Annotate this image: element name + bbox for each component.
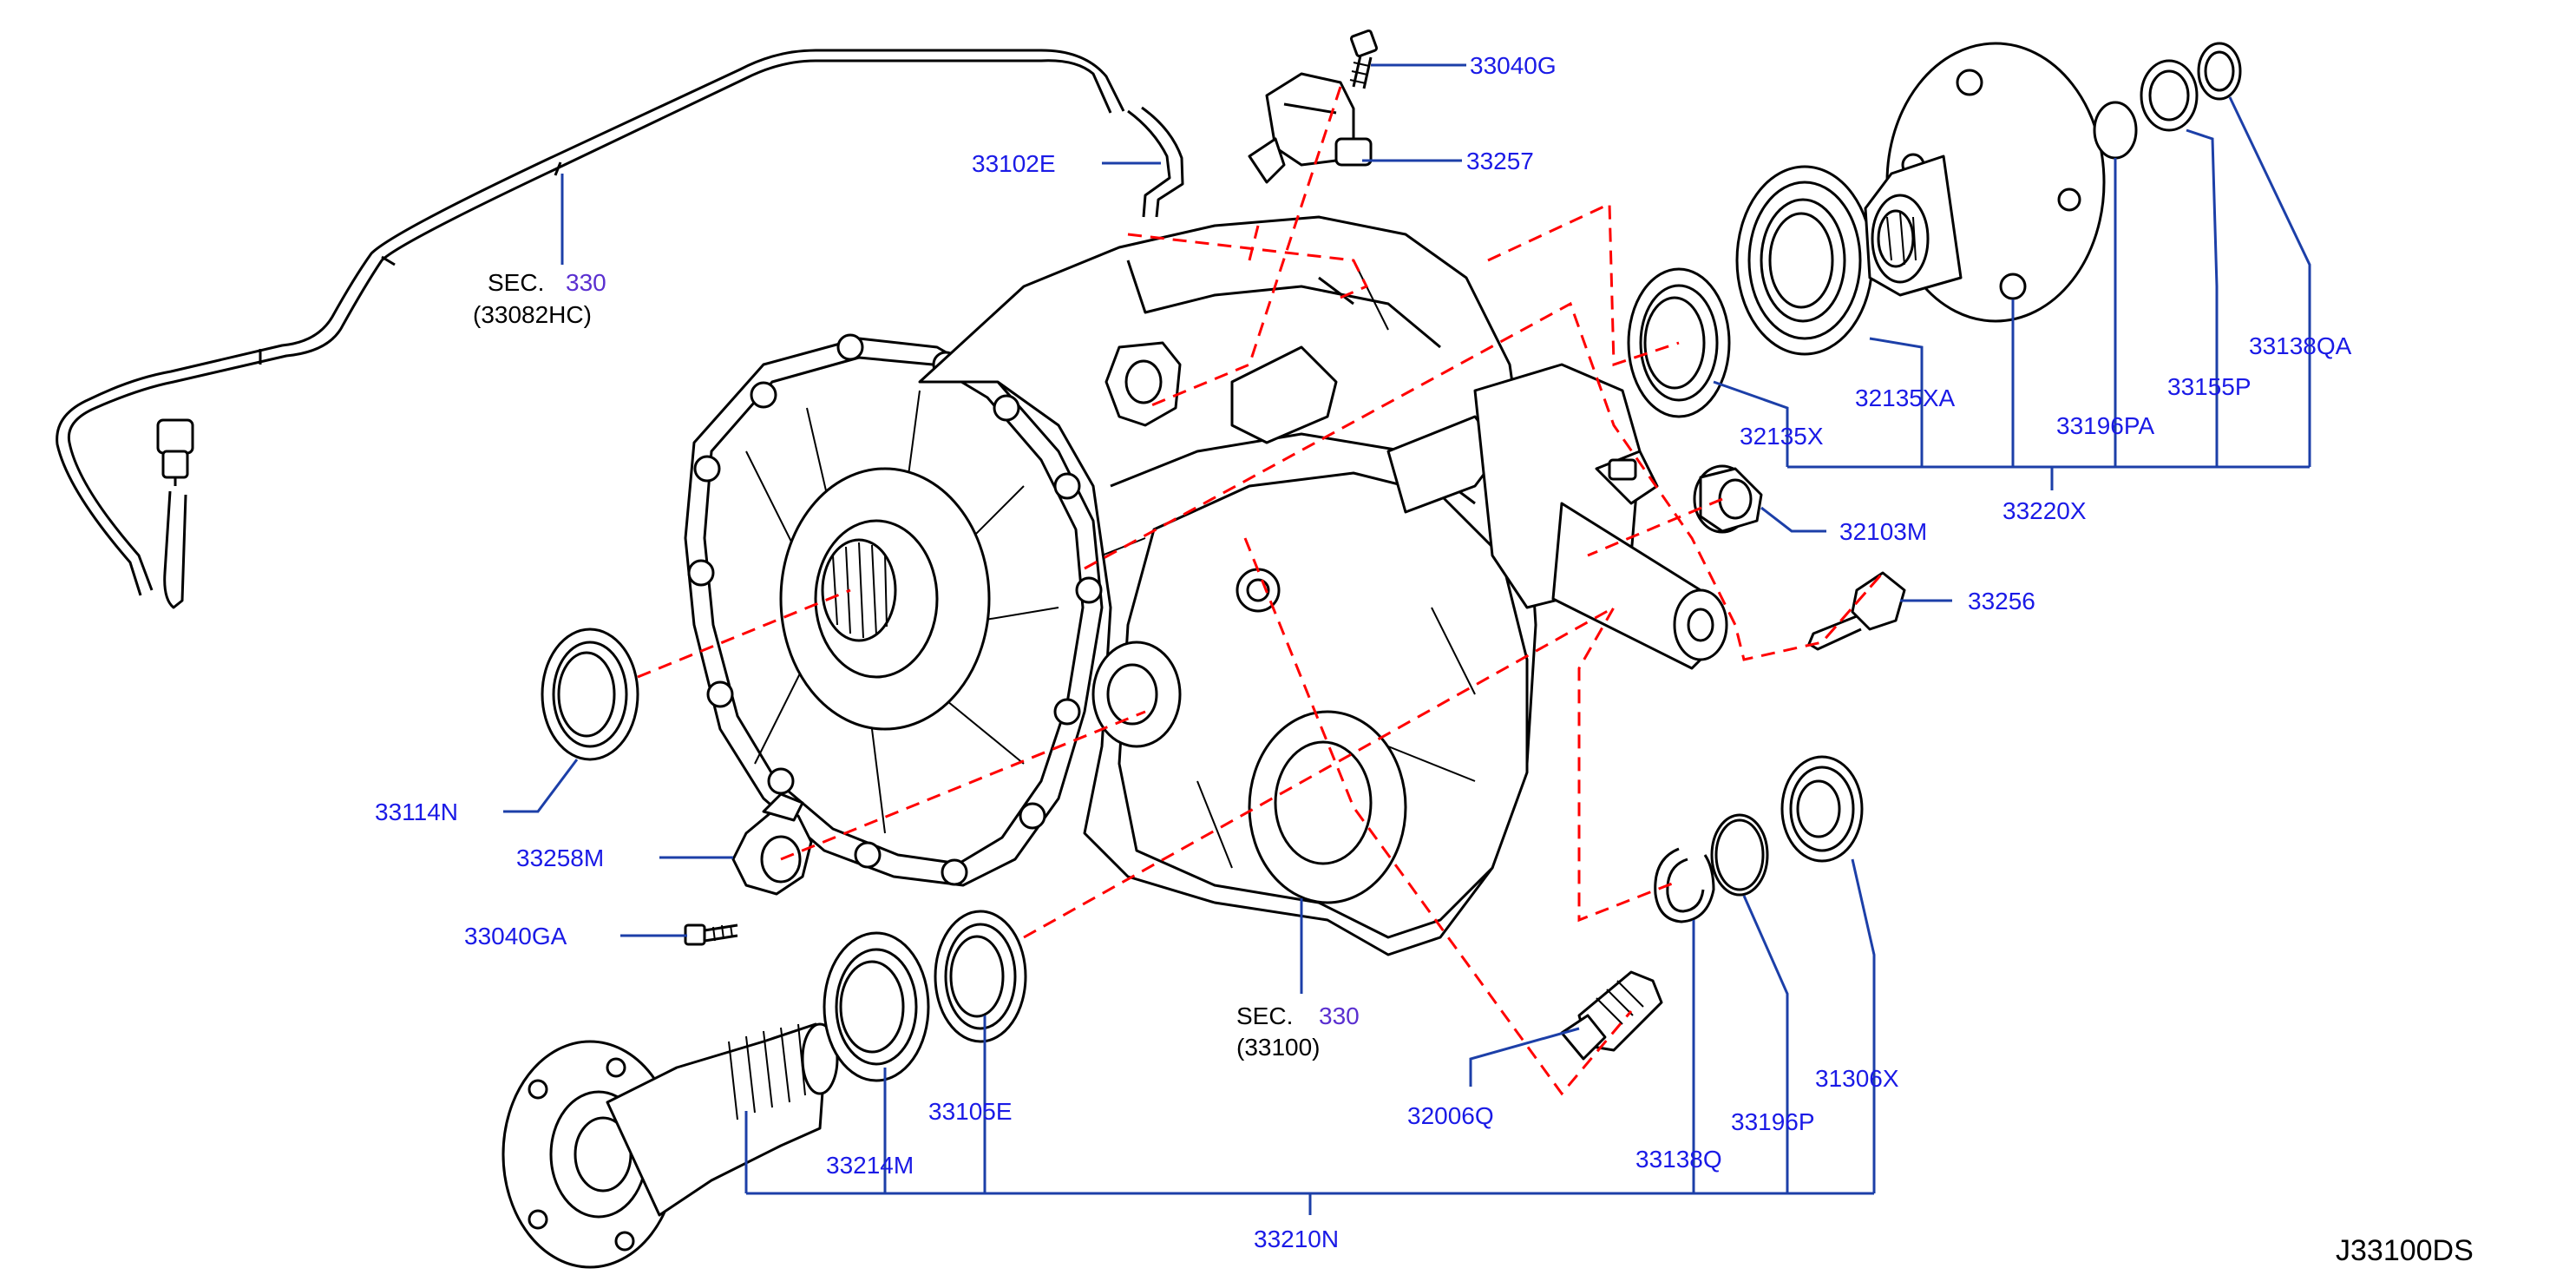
section-ref-housing: SEC. 330 (33100) bbox=[1236, 1002, 1360, 1061]
oil-seal-33114n bbox=[541, 628, 639, 761]
plug-32103m bbox=[1693, 464, 1763, 534]
snap-ring-33138q bbox=[1654, 847, 1715, 923]
breather-valve bbox=[156, 418, 194, 609]
companion-flange-33210n bbox=[501, 1022, 839, 1269]
o-ring-33196pa bbox=[2093, 101, 2138, 160]
label-33210n: 33210N bbox=[1254, 1226, 1339, 1252]
assembly-ghost-lines bbox=[637, 86, 1884, 1096]
label-33258m: 33258M bbox=[516, 844, 604, 871]
bearing-32135xa bbox=[1735, 165, 1874, 356]
label-33257: 33257 bbox=[1466, 148, 1534, 174]
label-33102e: 33102E bbox=[972, 150, 1056, 177]
label-32135xa: 32135XA bbox=[1855, 384, 1956, 411]
diagram-code: J33100DS bbox=[2336, 1234, 2474, 1267]
leader-lines bbox=[503, 63, 2311, 1215]
label-33040ga: 33040GA bbox=[464, 923, 567, 950]
section-ref-number: 330 bbox=[566, 269, 606, 296]
section-ref-sub: (33100) bbox=[1236, 1034, 1321, 1061]
shim-33155p bbox=[2140, 59, 2199, 132]
breather-hose-33102e bbox=[1127, 106, 1184, 218]
part-labels: 33040G 33257 33102E 33114N 33258M 33040G… bbox=[375, 52, 2474, 1267]
label-32135x: 32135X bbox=[1740, 423, 1824, 450]
label-33138qa: 33138QA bbox=[2249, 332, 2352, 359]
flange-33220x bbox=[1864, 42, 2106, 323]
label-33256: 33256 bbox=[1968, 588, 2035, 614]
flange-bolts bbox=[687, 333, 1103, 886]
label-33196p: 33196P bbox=[1731, 1108, 1815, 1135]
bolt-33040g bbox=[1349, 29, 1379, 89]
label-32006q: 32006Q bbox=[1407, 1102, 1494, 1129]
oil-seal-33214m bbox=[823, 931, 930, 1082]
sensor-33257 bbox=[1248, 72, 1373, 184]
section-ref-breather: SEC. 330 (33082HC) bbox=[473, 269, 606, 328]
transfer-case-housing bbox=[684, 215, 1728, 956]
section-ref-sub: (33082HC) bbox=[473, 301, 592, 328]
label-33196pa: 33196PA bbox=[2056, 412, 2154, 439]
sensor-33258m bbox=[731, 792, 813, 896]
o-ring-33196p bbox=[1710, 813, 1769, 897]
label-33114n: 33114N bbox=[375, 798, 458, 825]
label-33214m: 33214M bbox=[826, 1152, 914, 1179]
sensor-32006q bbox=[1560, 970, 1663, 1061]
section-ref-number: 330 bbox=[1319, 1002, 1360, 1029]
section-ref-prefix: SEC. bbox=[488, 269, 544, 296]
oil-seal-33105e bbox=[934, 910, 1027, 1043]
label-33220x: 33220X bbox=[2002, 497, 2087, 524]
sensor-33256 bbox=[1807, 571, 1906, 651]
label-32103m: 32103M bbox=[1839, 518, 1927, 545]
breather-tube bbox=[56, 49, 1125, 596]
ring-33138qa bbox=[2197, 42, 2242, 101]
label-31306x: 31306X bbox=[1815, 1065, 1899, 1092]
bolt-33040ga bbox=[684, 923, 738, 946]
label-33138q: 33138Q bbox=[1635, 1146, 1722, 1173]
seal-31306x bbox=[1780, 755, 1864, 863]
label-33105e: 33105E bbox=[928, 1098, 1013, 1125]
section-ref-prefix: SEC. bbox=[1236, 1002, 1293, 1029]
label-33040g: 33040G bbox=[1470, 52, 1557, 79]
label-33155p: 33155P bbox=[2167, 373, 2252, 400]
